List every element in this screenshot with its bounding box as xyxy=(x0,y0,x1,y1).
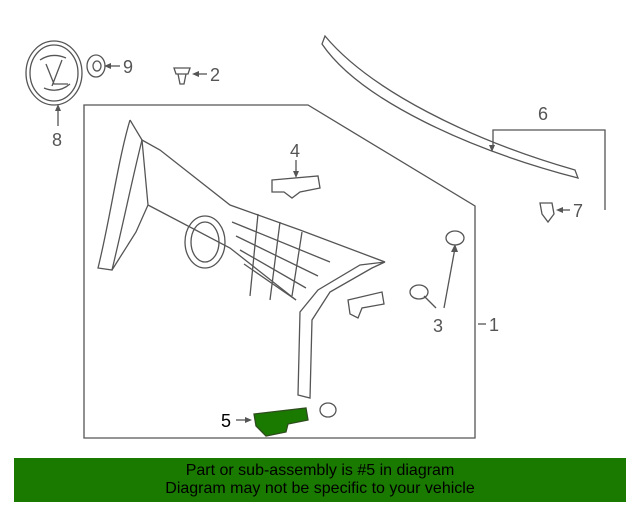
bracket-part xyxy=(347,291,385,319)
clip-part-7[interactable] xyxy=(539,202,555,224)
assembly-box xyxy=(83,104,476,439)
callout-1: 1 xyxy=(489,315,499,335)
callout-9: 9 xyxy=(123,57,133,77)
callout-8: 8 xyxy=(52,130,62,150)
clip-part-2[interactable] xyxy=(173,67,191,85)
callout-4: 4 xyxy=(290,141,300,161)
emblem-part[interactable] xyxy=(25,40,83,106)
callout-2: 2 xyxy=(210,65,220,85)
clip-part xyxy=(319,402,337,418)
info-banner: Part or sub-assembly is #5 in diagram Di… xyxy=(14,458,626,502)
nut-part[interactable] xyxy=(86,54,106,78)
banner-line-2: Diagram may not be specific to your vehi… xyxy=(165,480,475,497)
grille-part[interactable] xyxy=(97,119,386,399)
molding-part[interactable] xyxy=(321,34,580,179)
leader-lines xyxy=(55,63,606,423)
bracket-part-4[interactable] xyxy=(271,175,321,199)
callout-6: 6 xyxy=(538,104,548,124)
banner-line-1: Part or sub-assembly is #5 in diagram xyxy=(185,462,455,479)
callout-3: 3 xyxy=(433,316,443,336)
bracket-part-5-highlighted[interactable] xyxy=(253,407,309,437)
callout-7: 7 xyxy=(573,201,583,221)
callout-5: 5 xyxy=(221,411,231,431)
clip-part-3[interactable] xyxy=(409,230,465,300)
parts-diagram: 8 9 2 4 6 7 3 1 5 xyxy=(25,34,606,439)
